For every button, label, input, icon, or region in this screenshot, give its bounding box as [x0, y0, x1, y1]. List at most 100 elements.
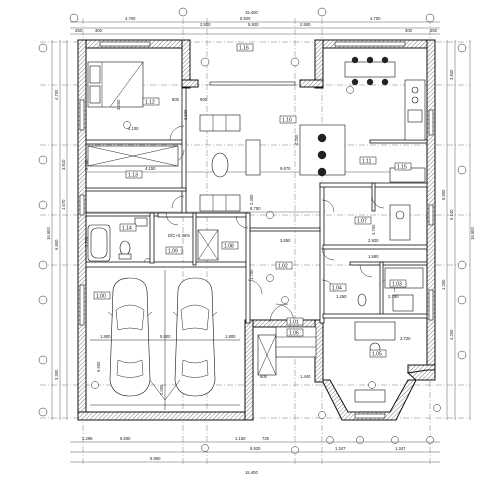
svg-text:4.700: 4.700: [54, 89, 59, 100]
svg-text:5.920: 5.920: [248, 22, 259, 27]
svg-text:2.300: 2.300: [249, 194, 254, 205]
room-tag-1-08: 1.08: [221, 241, 239, 250]
wardrobe: [87, 145, 179, 167]
sofa: [199, 114, 261, 212]
svg-text:4.100: 4.100: [128, 126, 139, 131]
svg-text:3.300: 3.300: [54, 369, 59, 380]
toilet: [118, 240, 132, 260]
entry-closet: [257, 334, 277, 376]
svg-text:2.720: 2.720: [84, 236, 89, 247]
svg-text:5.600: 5.600: [120, 436, 131, 441]
svg-text:250: 250: [430, 28, 438, 33]
svg-text:5.920: 5.920: [240, 16, 251, 21]
svg-text:900: 900: [200, 97, 208, 102]
room-label: 1.01: [289, 320, 299, 326]
svg-text:5.900: 5.900: [160, 334, 171, 339]
room-tag-1-11: 1.11: [359, 156, 377, 165]
coffee-table: [211, 152, 229, 178]
room-label: 1.09: [168, 249, 178, 255]
svg-text:4.250: 4.250: [449, 329, 454, 340]
svg-text:4.700: 4.700: [125, 16, 136, 21]
room-tag-1-12: 1.12: [142, 97, 160, 106]
svg-text:4.150: 4.150: [145, 166, 156, 171]
svg-text:9.670: 9.670: [280, 166, 291, 171]
room-label: 1.16: [239, 46, 249, 52]
svg-text:6.900: 6.900: [441, 189, 446, 200]
svg-text:16.500: 16.500: [470, 227, 475, 240]
svg-text:5.140: 5.140: [449, 209, 454, 220]
kitchen-island: [299, 124, 346, 177]
svg-text:4.200: 4.200: [294, 134, 299, 145]
svg-text:300: 300: [405, 28, 413, 33]
grid-markers: [38, 7, 467, 454]
svg-text:2.000: 2.000: [159, 384, 164, 395]
svg-text:1.347: 1.347: [335, 446, 346, 451]
windows: [79, 41, 434, 419]
svg-text:2.720: 2.720: [400, 336, 411, 341]
room-tag-1-01: 1.01: [286, 317, 304, 326]
svg-text:3.000: 3.000: [116, 99, 121, 110]
svg-text:1.800: 1.800: [100, 334, 111, 339]
dimension-lines: [51, 21, 471, 463]
room-tag-1-09: 1.09: [165, 246, 183, 255]
svg-text:1.800: 1.800: [225, 334, 236, 339]
room-label: 1.15: [397, 165, 407, 171]
room-label: 1.03: [392, 282, 402, 288]
bathtub: [87, 224, 111, 262]
double-bed: [87, 61, 144, 108]
bath-sink: [134, 217, 148, 227]
svg-text:1.250: 1.250: [441, 279, 446, 290]
room-tag-1-02: 1.02: [275, 261, 293, 270]
car-right: [172, 277, 218, 397]
svg-text:300: 300: [95, 28, 103, 33]
dimension-labels: 15.400 4.700 5.920 4.700 5.920 2.500 2.5…: [46, 10, 475, 475]
desk: [389, 204, 411, 241]
room-label: 1.07: [357, 219, 367, 225]
svg-text:15.400: 15.400: [245, 10, 258, 15]
svg-text:1.700: 1.700: [249, 269, 254, 280]
room-tag-1-14: 1.14: [119, 223, 137, 232]
svg-text:1.260: 1.260: [336, 294, 347, 299]
dining-table: [344, 56, 396, 86]
svg-text:1.440: 1.440: [300, 374, 311, 379]
svg-text:1.150: 1.150: [235, 436, 246, 441]
room-label: 1.11: [362, 159, 372, 165]
room-tag-1-16: 1.16: [236, 43, 254, 52]
svg-text:5.920: 5.920: [250, 446, 261, 451]
svg-text:6.500: 6.500: [96, 361, 101, 372]
svg-text:725: 725: [262, 436, 270, 441]
svg-text:3.650: 3.650: [280, 238, 291, 243]
kitchen-counter: [389, 79, 426, 183]
svg-text:1.295: 1.295: [82, 436, 93, 441]
bay-desk: [354, 321, 396, 403]
svg-text:8.750: 8.750: [250, 206, 261, 211]
svg-text:3.810: 3.810: [61, 159, 66, 170]
svg-text:2.500: 2.500: [183, 109, 188, 120]
room-tag-1-07: 1.07: [354, 216, 372, 225]
svg-text:250: 250: [75, 28, 83, 33]
room-tag-1-05: 1.05: [369, 349, 387, 358]
room-label: 1.02: [278, 264, 288, 270]
room-tag-1-13: 1.13: [125, 170, 143, 179]
svg-text:800: 800: [172, 97, 180, 102]
svg-text:1.347: 1.347: [395, 446, 406, 451]
svg-text:2.920: 2.920: [368, 238, 379, 243]
room-tag-1-15: 1.15: [394, 162, 412, 171]
svg-text:6.950: 6.950: [150, 456, 161, 461]
room-label: 1.08: [224, 244, 234, 250]
interior-walls: [85, 87, 428, 324]
garage-slope-lines: [90, 270, 240, 410]
svg-text:3.840: 3.840: [449, 69, 454, 80]
room-label: 1.00: [96, 294, 106, 300]
room-label: 1.14: [122, 226, 132, 232]
room-label: 1.12: [145, 100, 155, 106]
svg-text:1.570: 1.570: [61, 199, 66, 210]
svg-text:2.780: 2.780: [388, 294, 399, 299]
closet-hatch: [197, 229, 219, 261]
room-label: 1.13: [128, 173, 138, 179]
room-label: 1.06: [289, 331, 299, 337]
room-label: 1.05: [372, 352, 382, 358]
room-label: 1.04: [332, 286, 342, 292]
room-tag-1-03: 1.03: [389, 279, 407, 288]
